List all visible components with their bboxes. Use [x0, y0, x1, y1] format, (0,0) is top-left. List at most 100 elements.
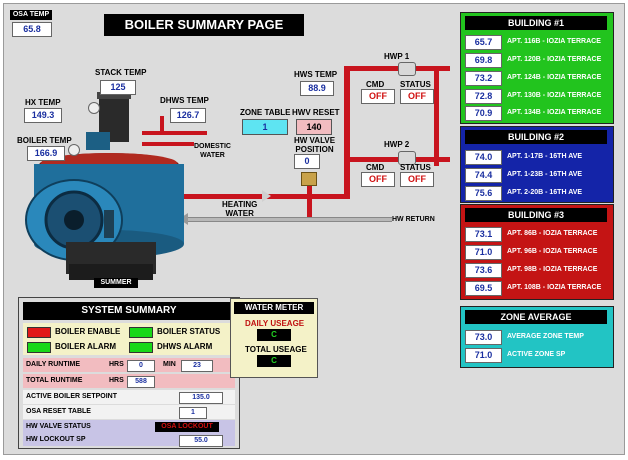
dhws-temp-value[interactable]: 126.7	[170, 108, 206, 123]
zone-name: APT. 108B - IOZIA TERRACE	[507, 284, 602, 291]
building-3-panel: BUILDING #3 73.1 APT. 86B - IOZIA TERRACE…	[460, 204, 614, 300]
total-runtime-label: TOTAL RUNTIME	[26, 377, 83, 384]
zone-temp-value: 74.0	[465, 150, 502, 165]
daily-useage-label: DAILY USEAGE	[245, 319, 305, 328]
zone-name: APT. 130B - IOZIA TERRACE	[507, 92, 602, 99]
hwp1-cmd-label: CMD	[366, 80, 385, 89]
dhws-alarm-indicator	[129, 342, 153, 353]
domestic-water-label: DOMESTIC WATER	[194, 143, 231, 159]
heating-water-label: HEATING WATER	[222, 200, 258, 218]
boiler-alarm-indicator	[27, 342, 51, 353]
hx-temp-label: HX TEMP	[25, 98, 61, 107]
hw-lockout-row: HW LOCKOUT SP 55.0	[23, 434, 235, 447]
stack-gauge-icon	[88, 102, 100, 114]
zone-temp-value: 70.9	[465, 106, 502, 121]
osa-temp-value[interactable]: 65.8	[12, 22, 52, 37]
stack-temp-value[interactable]: 125	[100, 80, 136, 95]
daily-useage-value[interactable]: C	[257, 329, 291, 341]
valve-riser-pipe	[307, 182, 312, 222]
stack-temp-label: STACK TEMP	[95, 68, 147, 77]
hwp1-label: HWP 1	[384, 52, 410, 61]
hwp1-status-value[interactable]: OFF	[400, 89, 434, 104]
zone-name: APT. 98B - IOZIA TERRACE	[507, 266, 598, 273]
hx-temp-value[interactable]: 149.3	[24, 108, 62, 123]
daily-runtime-label: DAILY RUNTIME	[26, 361, 81, 368]
osa-reset-value[interactable]: 1	[179, 407, 207, 419]
total-useage-value[interactable]: C	[257, 355, 291, 367]
hmi-screen: OSA TEMP 65.8 BOILER SUMMARY PAGE SUMMER…	[3, 3, 625, 455]
osa-reset-label: OSA RESET TABLE	[26, 408, 91, 415]
total-useage-label: TOTAL USEAGE	[245, 345, 307, 354]
hwp2-cmd-value[interactable]: OFF	[361, 172, 395, 187]
zone-temp-value: 69.8	[465, 53, 502, 68]
summer-mode-label: SUMMER	[94, 278, 138, 288]
daily-runtime-row: DAILY RUNTIME HRS 0 MIN 23	[23, 358, 235, 372]
hws-vertical-pipe	[344, 66, 350, 196]
zone-temp-value: 75.6	[465, 186, 502, 201]
building-2-panel: BUILDING #2 74.0 APT. 1-17B - 16TH AVE 74…	[460, 126, 614, 203]
system-summary-panel: SYSTEM SUMMARY BOILER ENABLE BOILER STAT…	[18, 297, 240, 449]
system-summary-title: SYSTEM SUMMARY	[23, 302, 235, 320]
boiler-illustration	[25, 92, 184, 280]
hw-valve-label: HW VALVE POSITION	[294, 136, 336, 154]
hwv-reset-label: HWV RESET	[292, 108, 340, 117]
boiler-temp-label: BOILER TEMP	[17, 136, 72, 145]
active-setpoint-value[interactable]: 135.0	[179, 392, 223, 404]
daily-min-label: MIN	[163, 361, 176, 368]
zone-name: APT. 86B - IOZIA TERRACE	[507, 230, 598, 237]
hw-valve-status-row: HW VALVE STATUS OSA LOCKOUT	[23, 420, 235, 434]
building-2-title: BUILDING #2	[465, 130, 607, 144]
hwp2-cmd-label: CMD	[366, 163, 385, 172]
total-hrs-value[interactable]: 588	[127, 376, 155, 388]
hwp2-status-value[interactable]: OFF	[400, 172, 434, 187]
zone-temp-value: 71.0	[465, 245, 502, 260]
hwp1-cmd-value[interactable]: OFF	[361, 89, 395, 104]
hwp2-branch-pipe	[344, 157, 450, 162]
dhws-riser-pipe	[160, 116, 164, 134]
hw-valve-icon	[301, 172, 317, 186]
daily-hrs-value[interactable]: 0	[127, 360, 155, 372]
zone-temp-value: 65.7	[465, 35, 502, 50]
boiler-status-indicator	[129, 327, 153, 338]
hw-valve-status-value[interactable]: OSA LOCKOUT	[155, 422, 219, 432]
boiler-temp-value[interactable]: 166.9	[27, 146, 65, 161]
hw-valve-status-label: HW VALVE STATUS	[26, 423, 91, 430]
hws-temp-value[interactable]: 88.9	[300, 81, 334, 96]
zone-name: APT. 96B - IOZIA TERRACE	[507, 248, 598, 255]
zone-table-value[interactable]: 1	[242, 119, 288, 135]
zone-name: APT. 124B - IOZIA TERRACE	[507, 74, 602, 81]
hwv-reset-value[interactable]: 140	[296, 119, 332, 135]
heating-arrow-icon	[262, 190, 271, 202]
zone-temp-value: 72.8	[465, 89, 502, 104]
active-setpoint-label: ACTIVE BOILER SETPOINT	[26, 393, 118, 400]
zone-name: APT. 116B - IOZIA TERRACE	[507, 38, 601, 45]
zone-average-title: ZONE AVERAGE	[465, 310, 607, 324]
hw-return-label: HW RETURN	[392, 216, 435, 223]
zone-temp-value: 73.6	[465, 263, 502, 278]
boiler-gauge-icon	[68, 144, 80, 156]
hw-valve-value[interactable]: 0	[294, 154, 320, 169]
hw-lockout-value[interactable]: 55.0	[179, 435, 223, 447]
zone-name: APT. 1-17B - 16TH AVE	[507, 153, 583, 160]
zone-name: APT. 120B - IOZIA TERRACE	[507, 56, 602, 63]
boiler-status-label: BOILER STATUS	[157, 327, 221, 336]
dhws-alarm-label: DHWS ALARM	[157, 342, 213, 351]
zone-table-label: ZONE TABLE	[240, 108, 291, 117]
zone-temp-value: 73.1	[465, 227, 502, 242]
zone-temp-value: 74.4	[465, 168, 502, 183]
page-title: BOILER SUMMARY PAGE	[104, 14, 304, 36]
zone-name: APT. 1-23B - 16TH AVE	[507, 171, 583, 178]
domestic-water-pipe-top	[142, 131, 207, 135]
zone-name: APT. 2-20B - 16TH AVE	[507, 189, 583, 196]
active-zone-sp-value: 71.0	[465, 348, 502, 363]
water-meter-title: WATER METER	[234, 302, 314, 314]
daily-min-value[interactable]: 23	[181, 360, 213, 372]
hwp1-status-label: STATUS	[400, 80, 431, 89]
average-zone-temp-value: 73.0	[465, 330, 502, 345]
building-3-title: BUILDING #3	[465, 208, 607, 222]
zone-temp-value: 69.5	[465, 281, 502, 296]
hwp2-label: HWP 2	[384, 140, 410, 149]
average-zone-temp-label: AVERAGE ZONE TEMP	[507, 333, 584, 340]
building-1-title: BUILDING #1	[465, 16, 607, 30]
